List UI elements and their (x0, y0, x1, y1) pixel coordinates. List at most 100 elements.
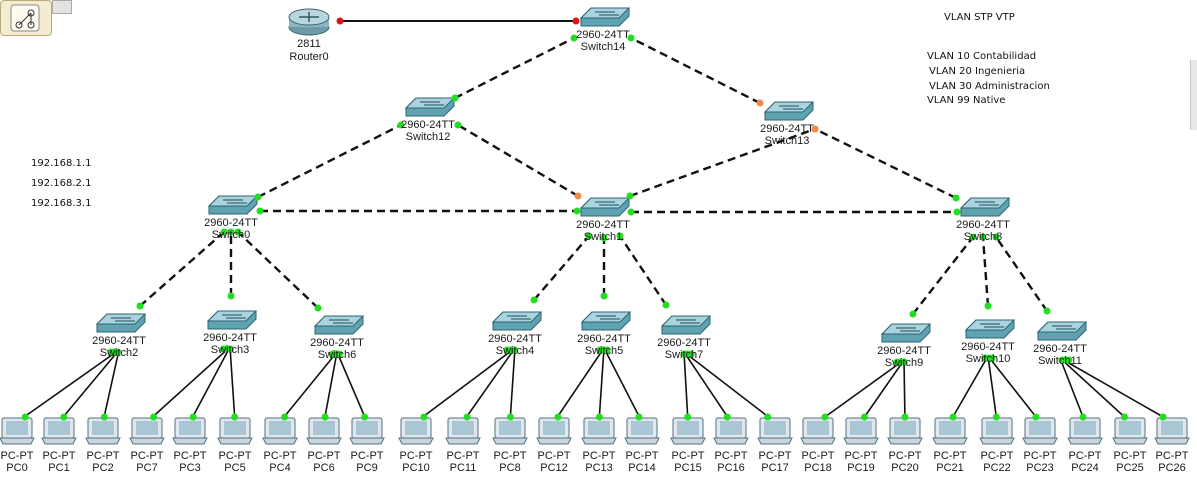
up-port (626, 192, 634, 200)
scrollbar[interactable] (1190, 60, 1197, 130)
switch-arrows (223, 199, 247, 204)
vlan-note-99: VLAN 99 Native (927, 95, 1006, 106)
switch-arrows (222, 314, 246, 319)
pc-pc2 (85, 417, 121, 445)
pc-screen (543, 421, 565, 435)
switch-model-label: 2960-24TT (961, 341, 1015, 353)
router-model-label: 2811 (297, 38, 321, 50)
up-port (314, 304, 322, 312)
trunk-link (629, 127, 816, 198)
pc-pc14 (624, 417, 660, 445)
pc-keyboard (979, 437, 1015, 445)
switch-name-label: Switch3 (211, 344, 250, 356)
switch-name-label: Switch10 (966, 353, 1011, 365)
switch-arrows (975, 201, 999, 206)
up-port (227, 292, 235, 300)
blocked-port (756, 99, 764, 107)
up-port (573, 207, 581, 215)
pc-model-label: PC-PT (308, 450, 341, 462)
up-port (821, 413, 829, 421)
pc-model-label: PC-PT (538, 450, 571, 462)
up-port (662, 301, 670, 309)
network-note-3: 192.168.3.1 (31, 198, 92, 209)
pc-keyboard (217, 437, 253, 445)
pc-screen (1119, 421, 1141, 435)
up-port (554, 413, 562, 421)
switch-name-label: Switch11 (1038, 355, 1082, 367)
router-icon (288, 8, 330, 36)
switch-switch11 (1036, 321, 1088, 341)
pc-pc22 (979, 417, 1015, 445)
switch-switch10 (964, 319, 1016, 339)
switch-model-label: 2960-24TT (203, 332, 257, 344)
access-link (1059, 357, 1086, 423)
up-port (600, 292, 608, 300)
pc-screen (179, 421, 201, 435)
up-port (627, 34, 635, 42)
pc-model-label: PC-PT (583, 450, 616, 462)
access-link (229, 346, 236, 423)
pc-keyboard (85, 437, 121, 445)
switch-model-label: 2960-24TT (576, 29, 630, 41)
pc-screen (939, 421, 961, 435)
router-arrows (299, 12, 319, 22)
trunk-link (457, 123, 579, 198)
switch-name-label: Switch1 (584, 231, 623, 243)
up-port (189, 413, 197, 421)
pc-screen (269, 421, 291, 435)
access-link (598, 347, 605, 423)
pc-keyboard (349, 437, 385, 445)
pc-model-label: PC-PT (889, 450, 922, 462)
up-port (952, 194, 960, 202)
router-port (572, 17, 580, 25)
pc-model-label: PC-PT (43, 450, 76, 462)
router-port (336, 17, 344, 25)
pc-screen (764, 421, 786, 435)
up-port (570, 34, 578, 42)
ports-layer (21, 34, 1167, 421)
pc-screen (807, 421, 829, 435)
trunk-link (533, 235, 590, 301)
pc-keyboard (581, 437, 617, 445)
up-port (454, 121, 462, 129)
tool-tab[interactable] (52, 0, 72, 14)
switch-arrows (329, 319, 353, 324)
pc-name-label: PC2 (92, 462, 113, 474)
trunk-link (981, 236, 990, 307)
pc-pc11 (445, 417, 481, 445)
pc-keyboard (1067, 437, 1103, 445)
access-link (860, 359, 905, 423)
pc-name-label: PC5 (224, 462, 245, 474)
pc-name-label: PC16 (717, 462, 745, 474)
trunk-link (814, 127, 957, 200)
pc-model-label: PC-PT (626, 450, 659, 462)
pc-name-label: PC22 (983, 462, 1011, 474)
up-port (136, 302, 144, 310)
pc-pc17 (757, 417, 793, 445)
pc-screen (6, 421, 28, 435)
access-link (1059, 357, 1131, 423)
pc-pc26 (1154, 417, 1190, 445)
up-port (616, 232, 624, 240)
up-port (231, 413, 239, 421)
switch-model-label: 2960-24TT (92, 335, 146, 347)
up-port (984, 302, 992, 310)
switch-model-label: 2960-24TT (576, 219, 630, 231)
pc-name-label: PC23 (1026, 462, 1054, 474)
logical-topology-icon[interactable] (0, 0, 52, 36)
pc-pc12 (536, 417, 572, 445)
switch-arrows (1052, 325, 1076, 330)
up-port (335, 350, 343, 358)
up-port (909, 310, 917, 318)
pc-pc8 (492, 417, 528, 445)
pc-pc10 (398, 417, 434, 445)
pc-model-label: PC-PT (219, 450, 252, 462)
up-port (764, 413, 772, 421)
pc-name-label: PC15 (674, 462, 702, 474)
switch-switch5 (580, 311, 632, 331)
pc-screen (48, 421, 70, 435)
pc-name-label: PC10 (402, 462, 430, 474)
switch-model-label: 2960-24TT (877, 345, 931, 357)
diagram-title-note: VLAN STP VTP (944, 12, 1015, 23)
pc-name-label: PC25 (1116, 462, 1144, 474)
